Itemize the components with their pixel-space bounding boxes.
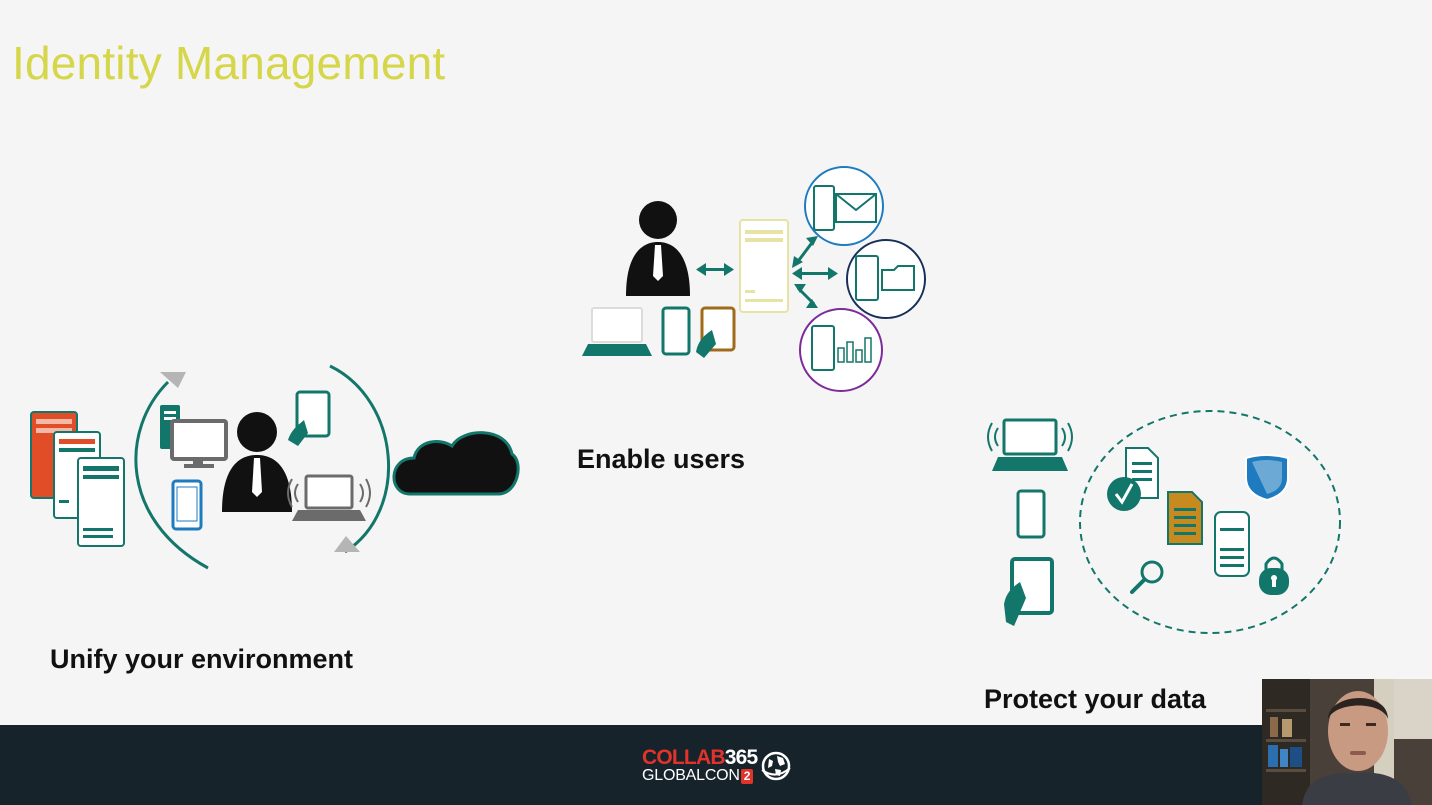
globe-icon [761, 751, 791, 781]
user-icon [222, 412, 292, 512]
presenter-webcam [1262, 679, 1432, 805]
logo-collab-text: COLLAB [642, 746, 725, 769]
phone-icon [1016, 489, 1046, 539]
tablet-touch-icon [696, 306, 736, 358]
orbit-arc-right [329, 364, 391, 554]
tablet-touch-icon [288, 390, 331, 446]
logo-globalcon-text: GLOBALCON [642, 767, 740, 784]
caption-enable: Enable users [577, 444, 746, 474]
wireless-laptop-icon [987, 418, 1073, 471]
file-service-icon [846, 239, 926, 319]
mail-service-icon [804, 166, 884, 246]
caption-protect: Protect your data [984, 684, 1207, 714]
monitor-icon [170, 419, 228, 468]
protect-data-illustration [987, 410, 1341, 634]
wireless-laptop-icon [287, 474, 371, 521]
presenter-video-frame [1262, 679, 1432, 805]
logo-365-text: 365 [724, 746, 758, 769]
security-perimeter [1079, 410, 1341, 634]
slide-title: Identity Management [12, 37, 446, 89]
analytics-service-icon [799, 308, 883, 392]
phone-icon [171, 479, 203, 531]
search-icon [1130, 560, 1164, 594]
sync-arrow-icon [696, 263, 734, 276]
server-stack-icon [30, 411, 125, 547]
user-icon [626, 201, 690, 296]
server-icon [1214, 511, 1250, 577]
shield-icon [1245, 454, 1289, 502]
orbit-arc-left [134, 380, 209, 570]
logo-number-badge: 2 [740, 769, 754, 784]
caption-unify: Unify your environment [50, 644, 354, 674]
phone-icon [661, 306, 691, 356]
unify-environment-illustration [30, 364, 520, 570]
slide: Identity Management [12, 37, 1341, 714]
tablet-touch-icon [1004, 557, 1054, 626]
lock-icon [1259, 556, 1289, 595]
enable-users-illustration [582, 166, 926, 392]
laptop-icon [582, 307, 652, 356]
directory-server-icon [739, 219, 789, 313]
verified-document-icon [1107, 447, 1159, 511]
document-icon [1167, 491, 1203, 545]
cloud-icon [392, 431, 520, 496]
